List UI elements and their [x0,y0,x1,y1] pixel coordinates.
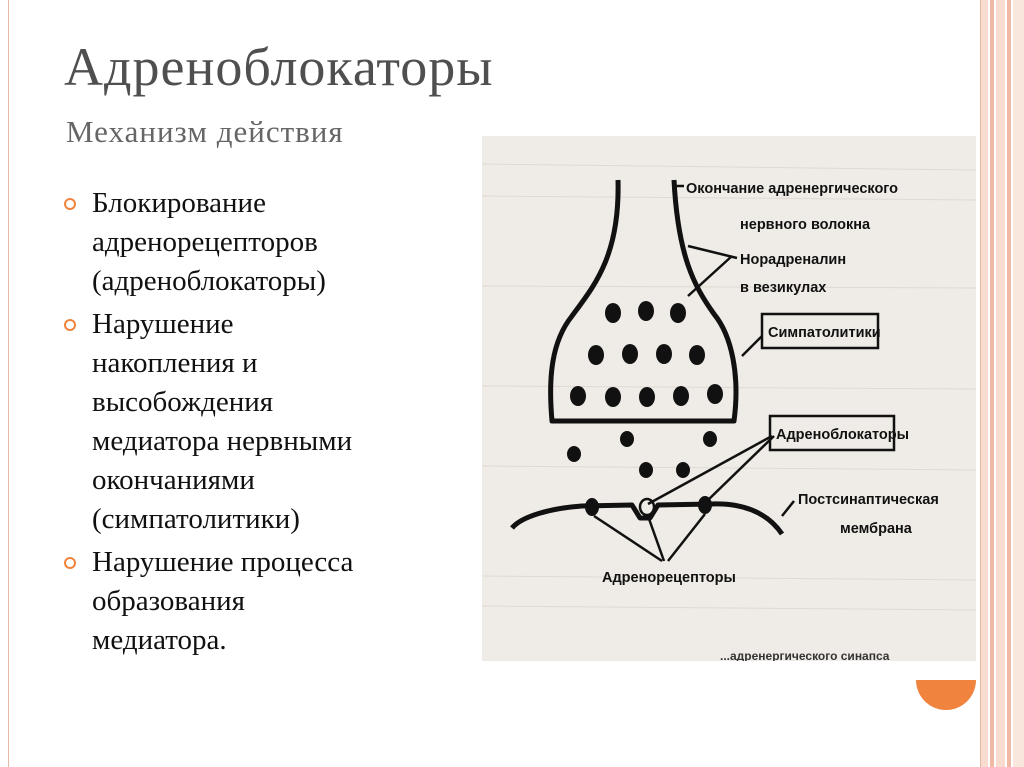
border-stripe [1007,0,1011,767]
nerve-terminal-outline [548,179,739,424]
bullet-item: Нарушение процесса образования медиатора… [64,543,464,660]
label-nerve-ending-1: Окончание адренергического [686,181,898,197]
bullet-text: Нарушение накопления и высобождения меди… [92,308,353,535]
label-nerve-ending-2: нервного волокна [740,217,871,233]
border-stripe [1013,0,1024,767]
slide-title: Адреноблокаторы [64,37,494,97]
border-stripe [996,0,1005,767]
bullet-text: Нарушение процесса образования медиатора… [92,546,354,656]
bullet-item: Блокирование адренорецепторов (адренобло… [64,184,464,301]
bullet-list: Блокирование адренорецепторов (адренобло… [64,184,464,664]
label-noradrenaline-2: в везикулах [740,280,826,296]
label-adrenoblockers: Адреноблокаторы [776,427,909,443]
decorative-circle-icon [916,680,976,710]
released-mediator [567,431,717,478]
bullet-ring-icon [64,319,76,331]
synapse-diagram: Окончание адренергического нервного воло… [482,136,976,661]
label-postsynaptic-2: мембрана [840,521,913,537]
label-postsynaptic-1: Постсинаптическая [798,492,939,508]
label-adrenoreceptors: Адренорецепторы [602,570,736,586]
slide-subtitle: Механизм действия [66,114,344,149]
bullet-text: Блокирование адренорецепторов (адренобло… [92,187,326,297]
bullet-ring-icon [64,557,76,569]
vesicles [570,301,723,407]
label-bottom-caption: ...адренергического синапса [720,649,890,661]
label-sympatholytics: Симпатолитики [768,325,881,341]
label-noradrenaline-1: Норадреналин [740,252,846,268]
bullet-item: Нарушение накопления и высобождения меди… [64,305,464,539]
border-stripe [990,0,994,767]
bullet-ring-icon [64,198,76,210]
slide-frame [8,0,981,767]
border-stripe [981,0,988,767]
